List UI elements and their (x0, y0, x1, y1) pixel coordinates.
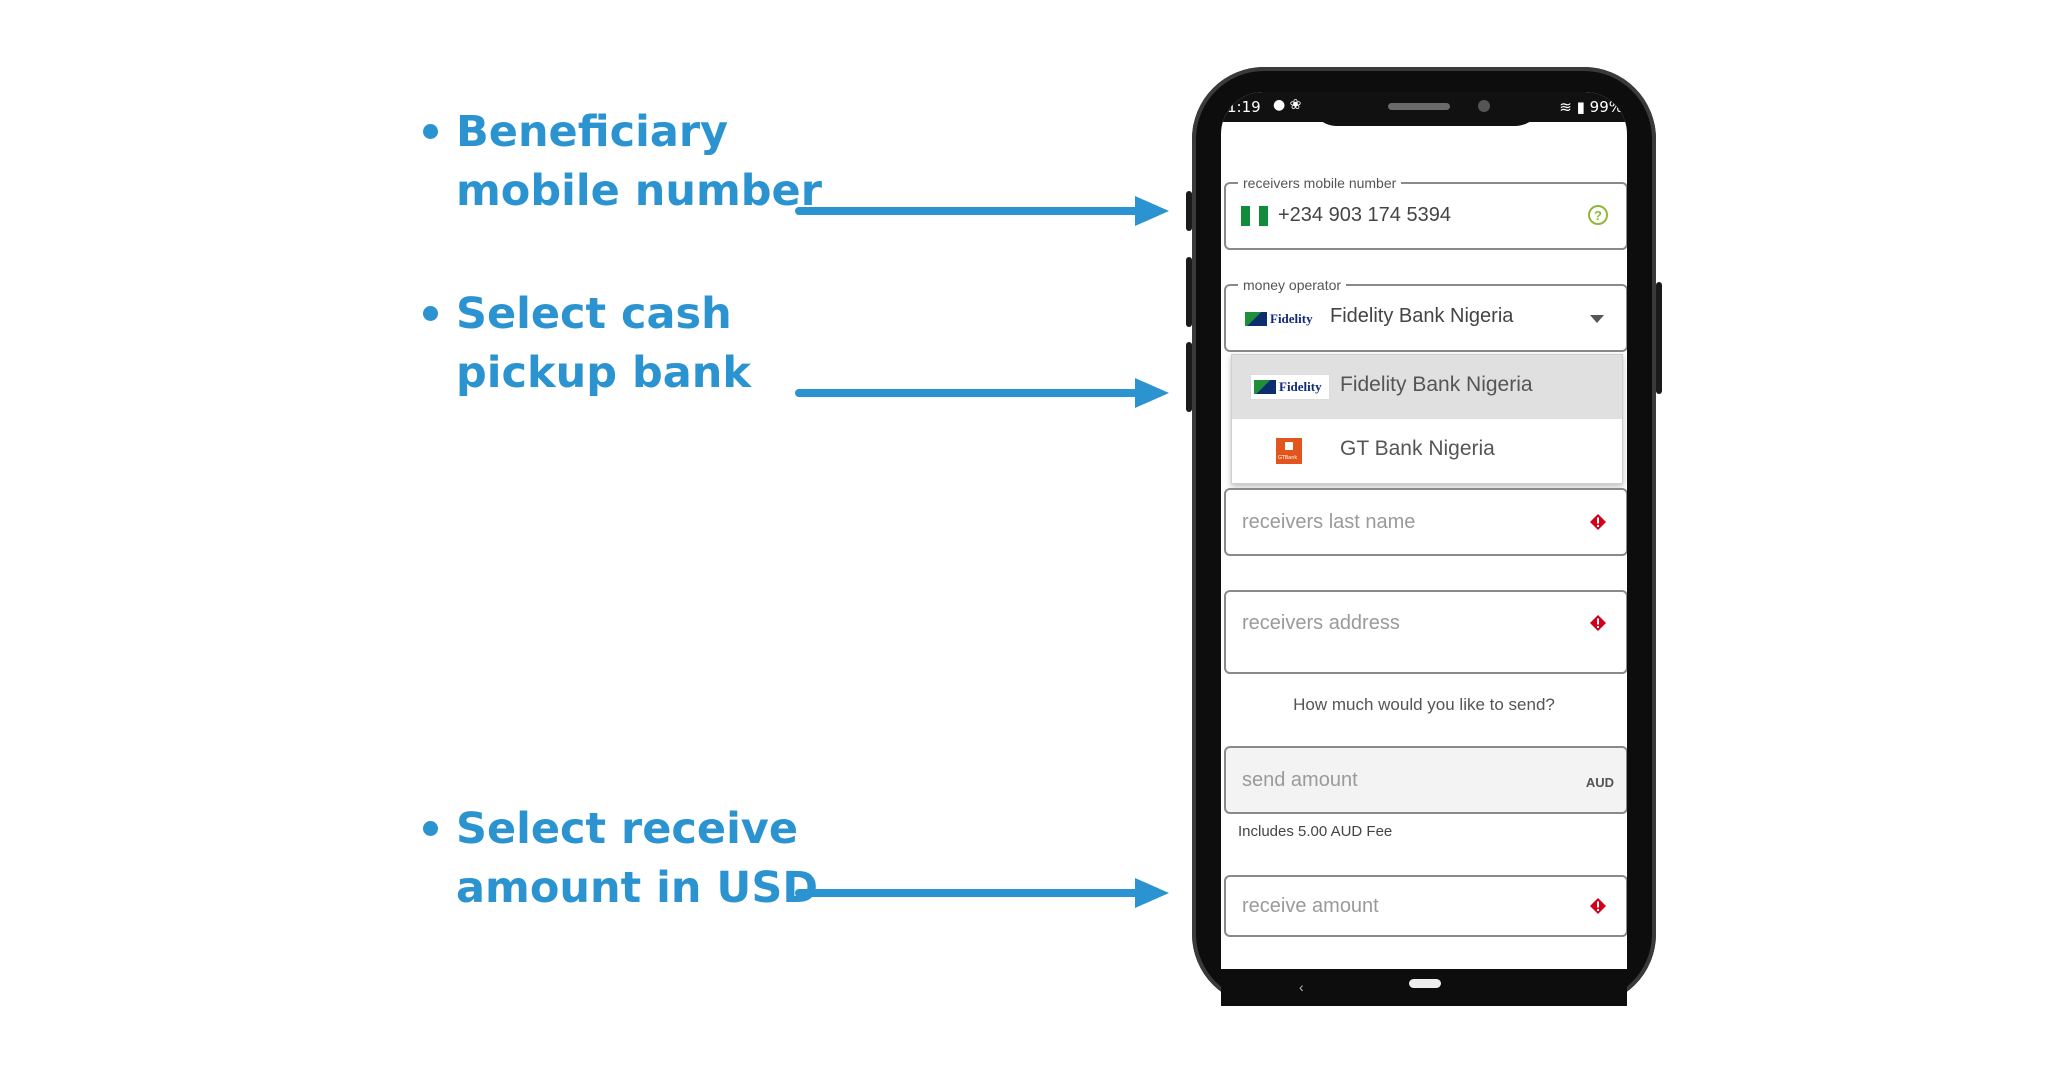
back-icon[interactable]: ‹ (1299, 979, 1304, 995)
send-amount-field[interactable]: send amount AUD (1224, 746, 1627, 814)
money-operator-legend: money operator (1238, 277, 1347, 293)
fee-note: Includes 5.00 AUD Fee (1238, 823, 1393, 840)
battery-icon: ▮ (1576, 98, 1585, 116)
status-time: 1:19 (1227, 98, 1261, 116)
send-currency-label: AUD (1585, 775, 1614, 790)
battery-percent: 99% (1589, 98, 1623, 116)
last-name-placeholder: receivers last name (1242, 511, 1416, 533)
arrow-receive (795, 878, 1169, 908)
dropdown-option-gtbank[interactable]: GTBank GT Bank Nigeria (1232, 419, 1622, 483)
callout-line-2: amount in USD (456, 863, 819, 913)
wifi-icon: ≋ (1559, 98, 1572, 116)
speaker-grille (1388, 103, 1450, 110)
chevron-down-icon[interactable] (1590, 315, 1604, 324)
send-prompt: How much would you like to send? (1293, 695, 1555, 714)
side-button (1186, 191, 1192, 231)
warning-icon (1590, 615, 1606, 631)
mobile-number-legend: receivers mobile number (1238, 175, 1402, 191)
bullet-dot (423, 821, 438, 836)
warning-icon (1590, 514, 1606, 530)
operator-dropdown: Fidelity Fidelity Bank Nigeria GTBank GT… (1231, 354, 1623, 484)
nigeria-flag-icon (1241, 206, 1268, 226)
fidelity-logo-icon: Fidelity (1250, 374, 1330, 400)
callout-receive: Select receive amount in USD (423, 800, 819, 918)
last-name-field[interactable]: receivers last name (1224, 488, 1627, 556)
phone-screen: 1:19 ● ❀ ≋ ▮ 99% receivers mobile number… (1221, 92, 1627, 969)
callout-bank: Select cash pickup bank (423, 285, 751, 403)
callout-line-1: Select receive (456, 804, 799, 854)
volume-down-button (1186, 342, 1192, 412)
dropdown-option-label: Fidelity Bank Nigeria (1340, 373, 1533, 396)
status-right: ≋ ▮ 99% (1559, 98, 1623, 116)
dropdown-option-fidelity[interactable]: Fidelity Fidelity Bank Nigeria (1232, 355, 1622, 419)
front-camera (1478, 100, 1490, 112)
dropdown-option-label: GT Bank Nigeria (1340, 437, 1495, 460)
gtbank-logo-text: GTBank (1278, 455, 1298, 461)
help-icon[interactable]: ? (1588, 205, 1608, 225)
callout-beneficiary: Beneficiary mobile number (423, 103, 822, 221)
callout-line-2: mobile number (456, 166, 822, 216)
receive-amount-placeholder: receive amount (1242, 895, 1379, 917)
address-placeholder: receivers address (1242, 612, 1400, 634)
notification-icons: ● ❀ (1273, 97, 1302, 113)
bullet-dot (423, 306, 438, 321)
receive-amount-field[interactable]: receive amount (1224, 875, 1627, 937)
callout-line-2: pickup bank (456, 348, 751, 398)
gtbank-logo-icon: GTBank (1276, 438, 1302, 464)
power-button (1656, 282, 1662, 394)
arrow-mobile (795, 196, 1169, 226)
mobile-number-value: +234 903 174 5394 (1278, 204, 1451, 226)
bullet-dot (423, 124, 438, 139)
volume-up-button (1186, 257, 1192, 327)
mobile-number-field[interactable]: receivers mobile number +234 903 174 539… (1224, 175, 1627, 250)
warning-icon (1590, 898, 1606, 914)
callout-line-1: Beneficiary (456, 107, 729, 157)
navigation-bar: ‹ (1221, 969, 1627, 1006)
camera-notch (1309, 92, 1543, 126)
arrow-bank (795, 378, 1169, 408)
home-icon[interactable] (1409, 979, 1441, 988)
fidelity-logo-text: Fidelity (1279, 379, 1322, 394)
phone-frame: 1:19 ● ❀ ≋ ▮ 99% receivers mobile number… (1186, 67, 1662, 1006)
address-field[interactable]: receivers address (1224, 590, 1627, 674)
callout-line-1: Select cash (456, 289, 732, 339)
send-amount-placeholder: send amount (1242, 769, 1358, 791)
fidelity-logo-icon: Fidelity (1242, 308, 1320, 330)
money-operator-select[interactable]: money operator Fidelity Fidelity Bank Ni… (1224, 277, 1627, 352)
money-operator-value: Fidelity Bank Nigeria (1330, 305, 1514, 327)
fidelity-logo-text: Fidelity (1270, 311, 1313, 326)
